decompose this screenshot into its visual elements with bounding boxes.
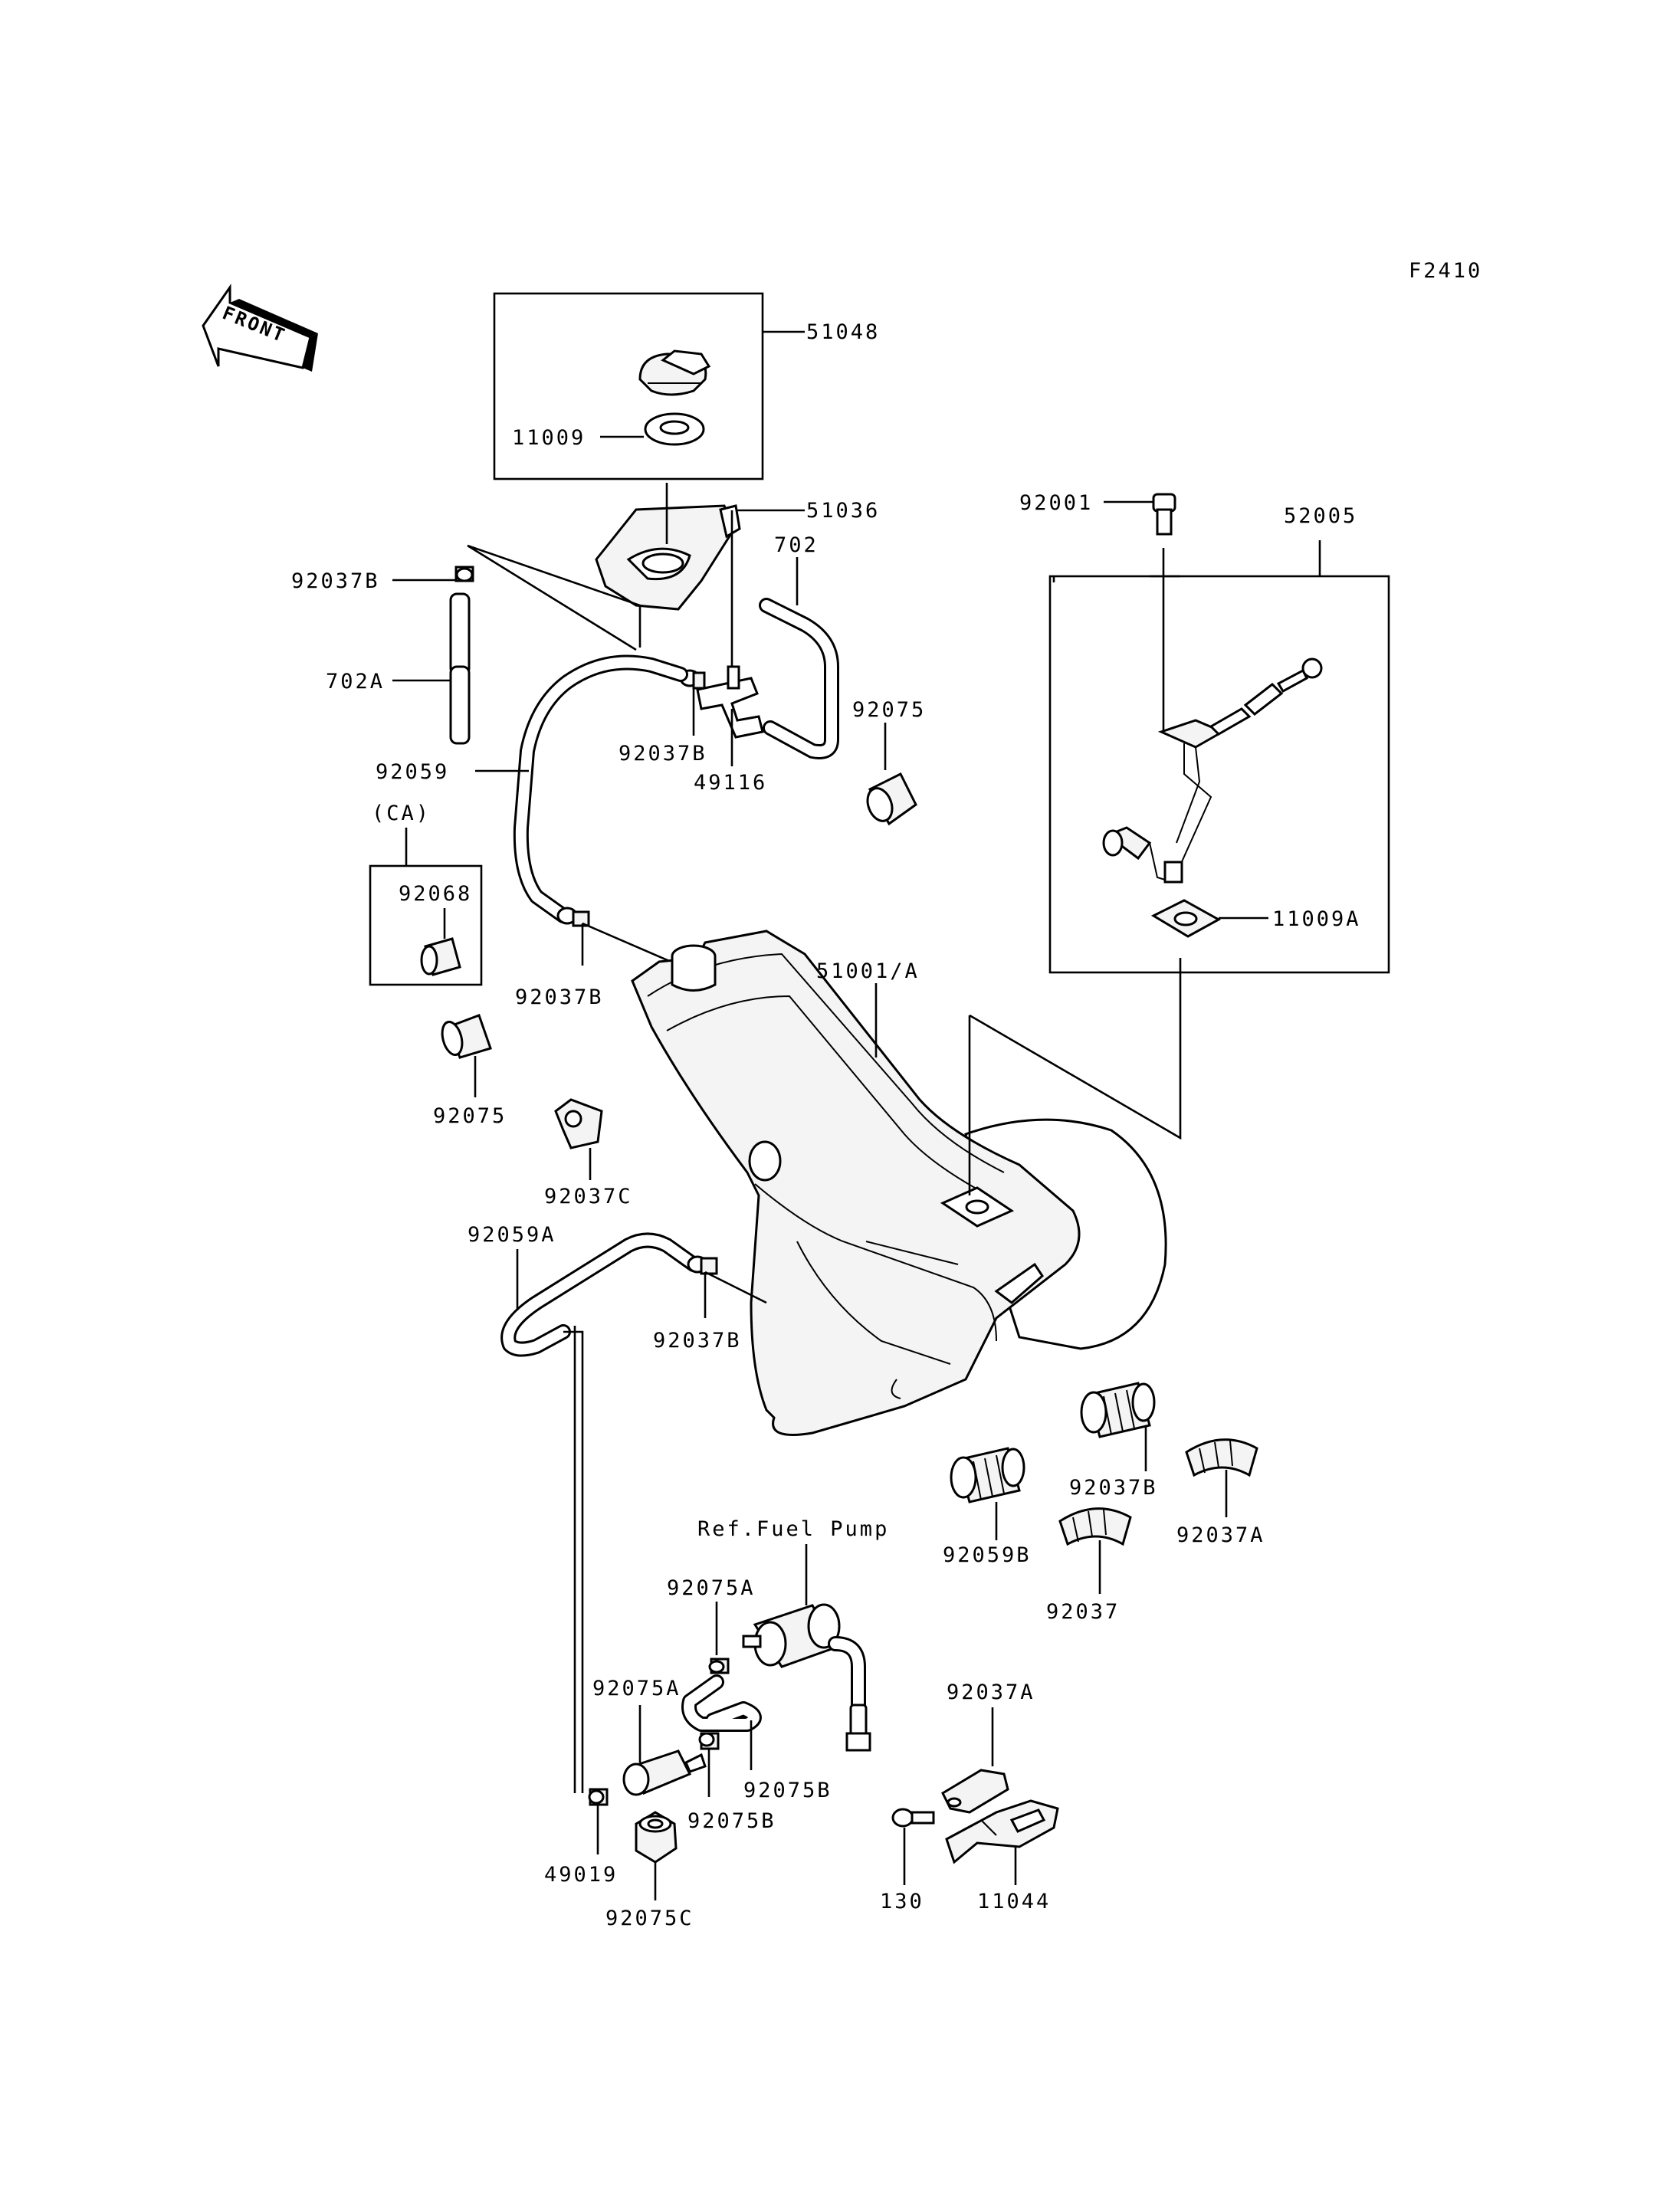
hose-702A-icon (449, 592, 471, 745)
bolt-92001-icon (1152, 493, 1176, 536)
fuel-cap-icon (638, 349, 711, 396)
label-11009: 11009 (512, 426, 586, 450)
gasket-plate-11009A-icon (1150, 899, 1222, 938)
spacer-92075B-icon (1058, 1507, 1132, 1546)
fuel-gauge-box (1048, 575, 1390, 974)
label-92068: 92068 (399, 882, 472, 906)
label-92037B-e: 92075A (667, 1576, 756, 1600)
spacer-92075A-icon (950, 1447, 1025, 1503)
spacer-92075A-icon (1080, 1382, 1156, 1438)
clamp-icon (556, 907, 590, 927)
label-130: 130 (880, 1890, 924, 1913)
label-51048: 51048 (806, 320, 880, 344)
label-92001: 92001 (1019, 491, 1093, 515)
clip-92037C-icon (554, 1098, 603, 1149)
label-92037: 92037A (947, 1681, 1035, 1704)
hose-702-icon (759, 598, 839, 759)
hose-92059-icon (513, 654, 688, 923)
spacer-92075-icon (866, 772, 917, 826)
label-92075B-a: 92037A (1176, 1523, 1265, 1547)
bolt-130-icon (891, 1808, 935, 1828)
label-702A: 702A (326, 670, 385, 694)
cap-base-icon (595, 504, 741, 611)
label-52005: 52005 (1284, 504, 1357, 528)
t-fitting-icon (696, 665, 764, 739)
label-92075A-a: 92037B (1069, 1476, 1158, 1500)
nut-92075C-icon (635, 1811, 678, 1864)
label-92037B-a: 92037B (291, 569, 380, 593)
spacer-92068-icon (420, 937, 461, 976)
hose-92059A-icon (500, 1232, 701, 1357)
fuel-tank-icon (631, 930, 1167, 1436)
clamp-icon (588, 1788, 609, 1806)
bracket-92037-icon (941, 1769, 1009, 1814)
label-CA: (CA) (372, 802, 431, 825)
label-49116: 49116 (694, 771, 767, 795)
clamp-icon (454, 566, 474, 582)
label-92037B-b: 92037B (619, 742, 707, 766)
fuel-gauge-sender-icon (1102, 657, 1323, 884)
front-arrow-icon: FRONT (202, 284, 318, 372)
clamp-icon (708, 1658, 730, 1674)
label-92037C: 92037C (544, 1185, 633, 1208)
label-92037B-c: 92037B (515, 985, 604, 1009)
fuel-filter-icon (622, 1749, 707, 1796)
plate-11044-icon (945, 1799, 1059, 1864)
label-92037B-d: 92037B (653, 1329, 742, 1353)
label-702: 702 (774, 533, 819, 557)
label-92037A-b: 49019 (544, 1863, 618, 1887)
label-92037A-a: 92075B (687, 1809, 776, 1833)
label-92075-a: 92075 (852, 698, 926, 722)
ref-fuel-pump-note: Ref.Fuel Pump (697, 1517, 889, 1541)
label-92075A-b: 92059B (943, 1543, 1032, 1567)
label-92075B-b: 92037 (1046, 1600, 1120, 1624)
clamp-icon (687, 1255, 718, 1275)
spacer-92075b-icon (441, 1014, 492, 1059)
clamp-icon (698, 1732, 720, 1750)
label-11009A: 11009A (1272, 907, 1361, 931)
label-11044: 11044 (977, 1890, 1051, 1913)
label-92059A: 92059A (468, 1223, 556, 1247)
label-92075C: 92075C (605, 1907, 694, 1930)
figure-code: F2410 (1409, 259, 1482, 283)
label-92059: 92059 (376, 760, 449, 784)
label-51001A: 51001/A (816, 959, 920, 983)
ca-box (369, 864, 483, 986)
label-92059B: 92075B (743, 1779, 832, 1802)
spacer-92075B-icon (1185, 1438, 1258, 1477)
label-92075-b: 92075 (433, 1104, 507, 1128)
label-49019: 92075A (592, 1677, 681, 1700)
hose-92059B-icon (681, 1674, 762, 1732)
label-51036: 51036 (806, 499, 880, 523)
fuel-pump-icon (742, 1603, 871, 1752)
cap-assembly-box (493, 292, 764, 480)
